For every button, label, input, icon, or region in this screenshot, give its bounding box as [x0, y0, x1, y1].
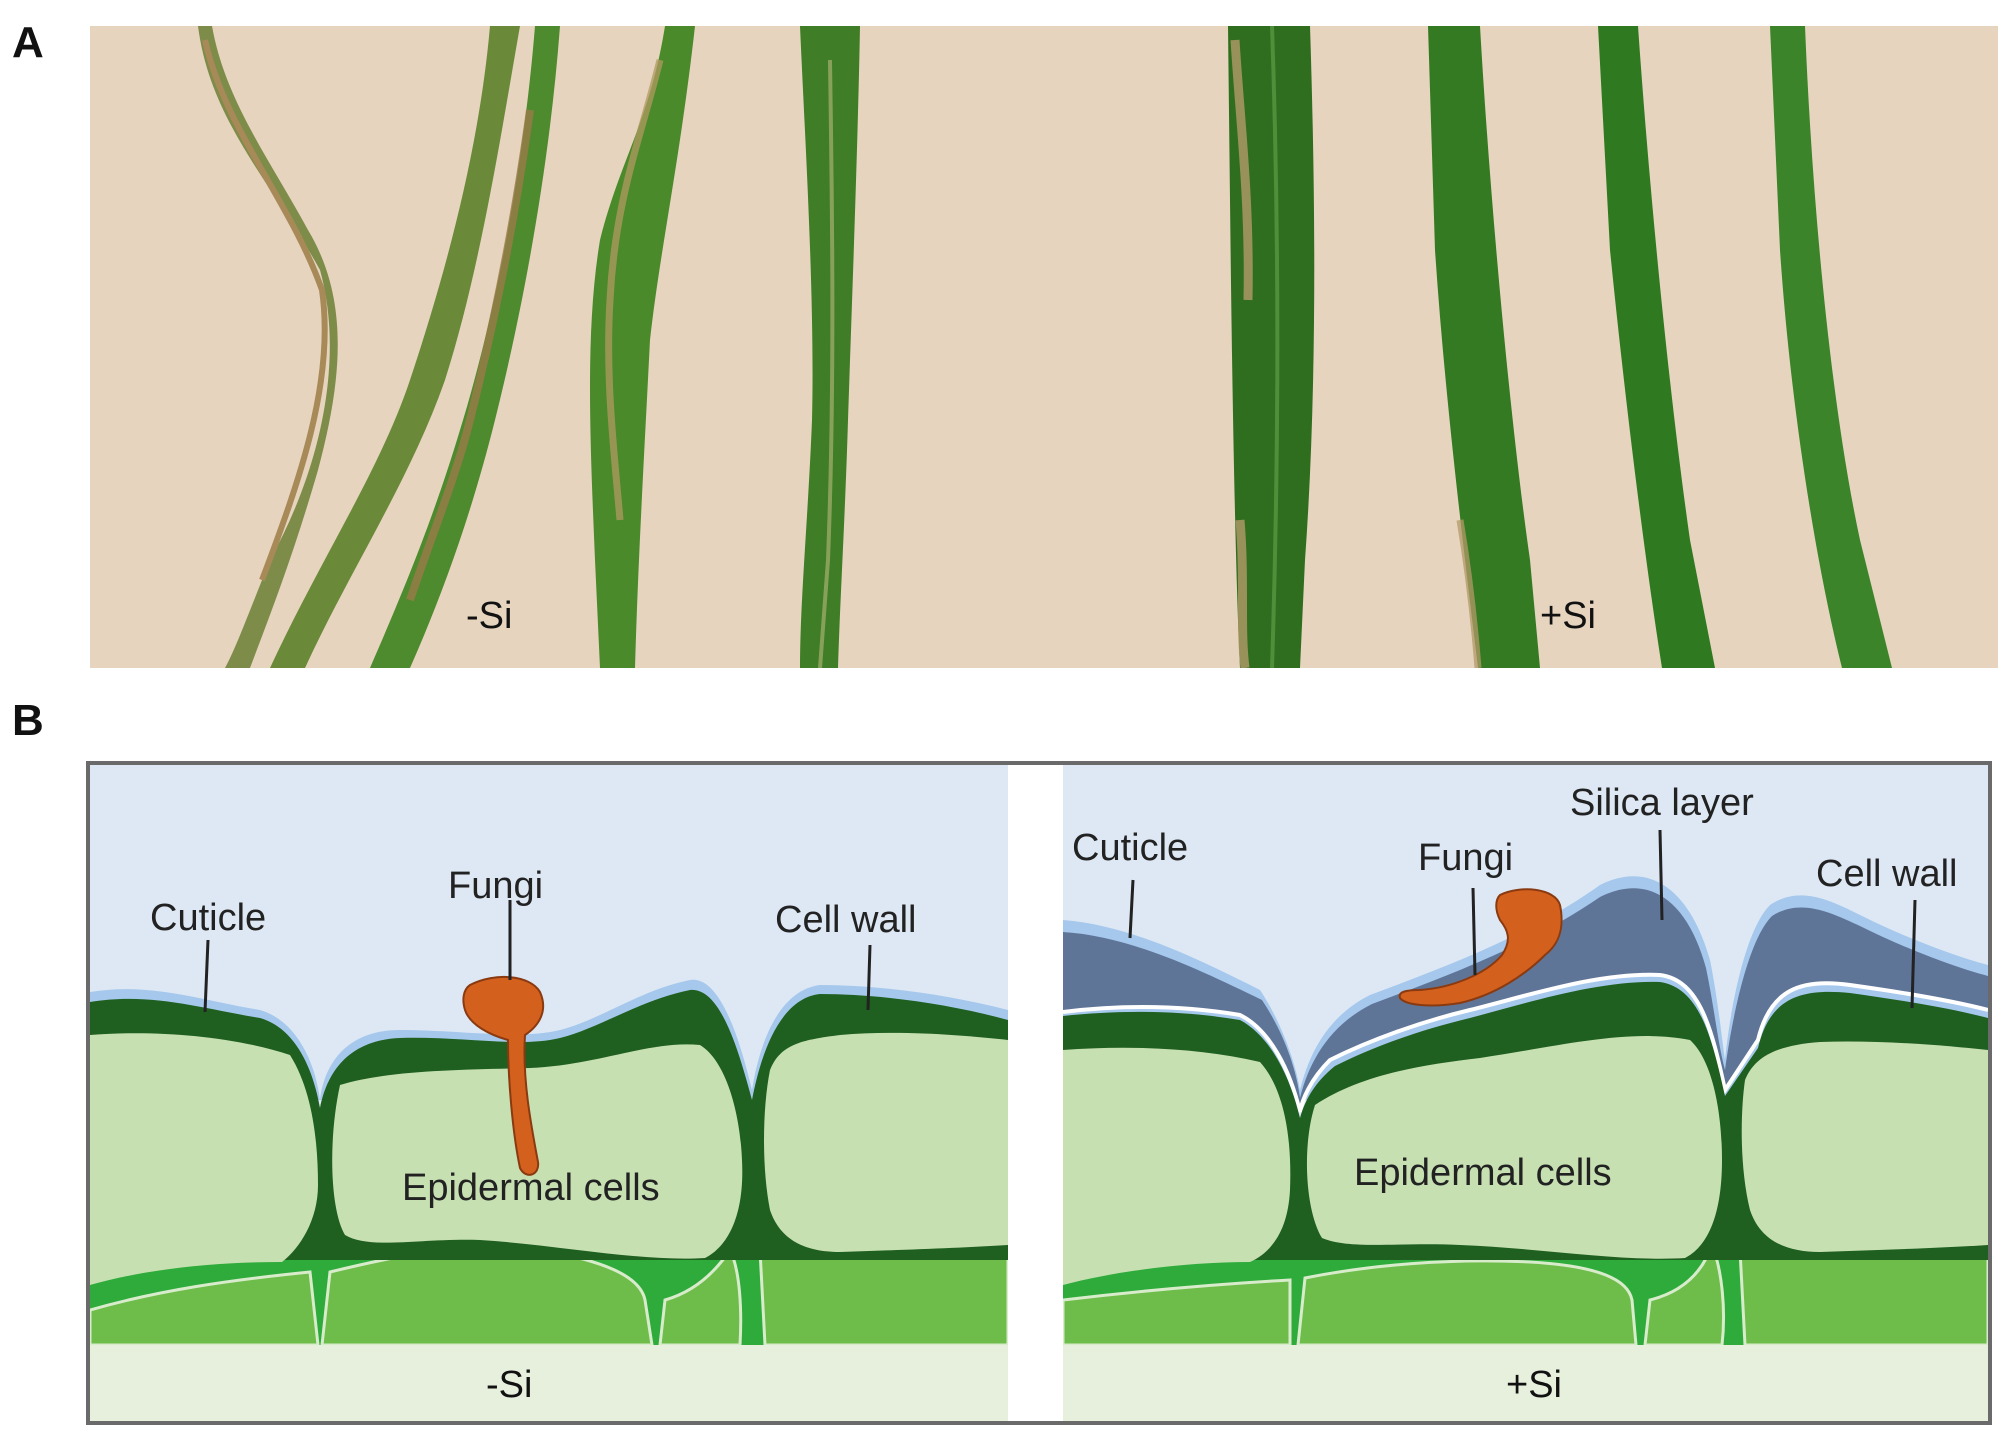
label-cellwall-right: Cell wall: [1816, 853, 1957, 895]
label-cuticle-left: Cuticle: [150, 897, 266, 939]
leader-cuticle-right: [1128, 879, 1135, 939]
panel-a-photo: -Si +Si: [90, 26, 1998, 668]
leaf-minus-si-4-lesion: [605, 59, 664, 521]
leaf-plus-si-3: [1598, 26, 1715, 668]
leaf-plus-si-1-midrib: [1270, 26, 1280, 668]
diagram-plus-si: Cuticle Fungi Silica layer Cell wall Epi…: [1063, 765, 1988, 1421]
label-minus-si-photo: -Si: [466, 595, 512, 637]
leaf-plus-si-2-lesion: [1456, 519, 1482, 668]
leaf-minus-si-2: [270, 26, 520, 668]
panel-b-letter: B: [12, 696, 44, 745]
mesophyll-cell-left-1: [90, 1270, 320, 1347]
epidermal-cell-right-3: [1741, 1041, 1988, 1252]
leader-silica-right: [1658, 829, 1664, 921]
label-fungi-left: Fungi: [448, 865, 543, 907]
photo-background: [90, 26, 1998, 668]
fungi-shape-right: [1398, 888, 1563, 1007]
mesophyll-cell-right-1: [1063, 1278, 1292, 1347]
leaf-minus-si-5: [800, 26, 860, 668]
label-silica-right: Silica layer: [1570, 782, 1754, 824]
leaf-minus-si-5-stripe: [818, 59, 835, 668]
epidermal-cell-left-1: [90, 1033, 318, 1285]
leaf-minus-si-1: [198, 26, 338, 668]
diagram-minus-si: Cuticle Fungi Cell wall Epidermal cells …: [90, 765, 1008, 1421]
leaf-plus-si-4: [1770, 26, 1892, 668]
epidermal-cell-left-2: [332, 1044, 743, 1259]
diagram-divider: [1008, 763, 1063, 1423]
leaf-minus-si-3: [370, 26, 560, 668]
silica-layer-right: [1063, 888, 1988, 1112]
label-fungi-right: Fungi: [1418, 837, 1513, 879]
leader-cellwall-right: [1910, 899, 1917, 1009]
strip-plus-si: [1063, 1345, 1988, 1421]
label-epidermal-left: Epidermal cells: [402, 1167, 660, 1209]
leader-fungi-right: [1471, 887, 1477, 976]
leaf-minus-si-3-lesion: [406, 109, 534, 602]
label-condition-minus-si: -Si: [486, 1364, 532, 1406]
epidermal-cell-right-1: [1063, 1047, 1291, 1285]
fungi-shape-left: [462, 975, 545, 1176]
epidermal-cell-left-3: [764, 1032, 1008, 1252]
strip-minus-si: [90, 1345, 1008, 1421]
label-cellwall-left: Cell wall: [775, 899, 916, 941]
mesophyll-cell-right-2: [1296, 1259, 1638, 1347]
label-condition-plus-si: +Si: [1506, 1364, 1562, 1406]
panel-b-frame: [86, 761, 1992, 1425]
panel-a-letter: A: [12, 18, 44, 67]
leaf-minus-si-1-lesion: [202, 39, 328, 582]
leader-cuticle-left: [203, 939, 210, 1013]
label-plus-si-photo: +Si: [1540, 595, 1596, 637]
label-cuticle-right: Cuticle: [1072, 827, 1188, 869]
label-epidermal-right: Epidermal cells: [1354, 1152, 1612, 1194]
epidermal-cell-right-2: [1306, 1036, 1722, 1259]
leaf-plus-si-1-lesion: [1230, 39, 1253, 668]
silica-border-right: [1063, 972, 1988, 1113]
leader-cellwall-left: [866, 944, 872, 1011]
leaf-plus-si-2: [1428, 26, 1540, 668]
